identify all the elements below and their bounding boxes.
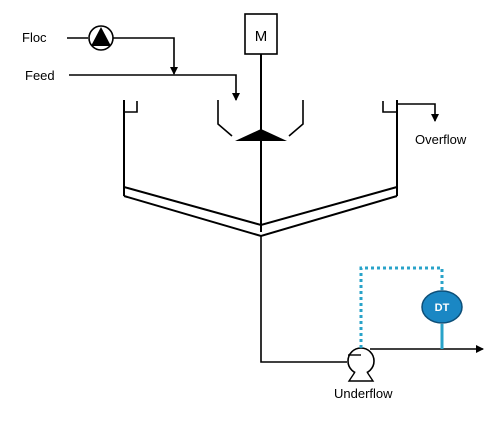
underflow-pipe [260,236,347,363]
floc-label: Floc [22,30,47,45]
overflow-label: Overflow [415,132,467,147]
rake-triangle-icon [235,129,287,141]
centrifugal-pump-icon [347,347,375,382]
signal-line [359,266,444,348]
underflow-label: Underflow [334,386,393,401]
floc-line-out [113,37,178,75]
motor-box-icon: M [244,13,278,55]
feedwell-left [217,100,233,137]
overflow-line [397,103,439,122]
density-transmitter-icon: DT [421,290,463,324]
transmitter-label: DT [435,302,450,314]
feed-line [69,74,240,101]
feedwell-right [288,100,304,137]
feed-label: Feed [25,68,55,83]
motor-label: M [255,28,268,45]
tank-rim-left [124,101,138,113]
pump-triangle-icon [88,25,114,51]
tank-rim-right [382,101,397,113]
